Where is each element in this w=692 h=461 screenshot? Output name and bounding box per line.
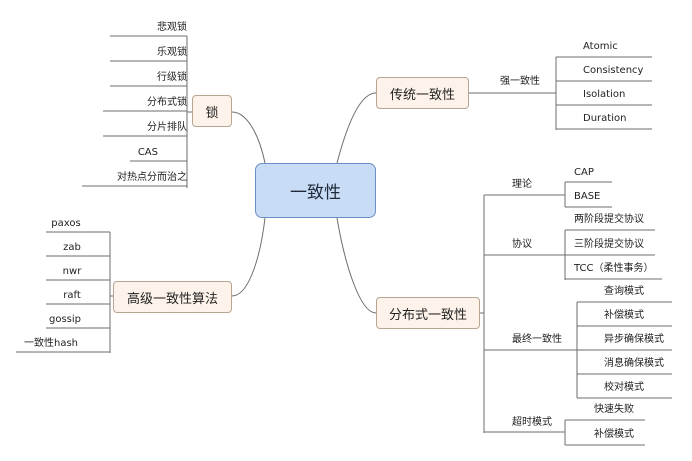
- algorithms-node[interactable]: 高级一致性算法: [113, 281, 232, 313]
- lock-item: 乐观锁: [157, 47, 187, 58]
- traditional-node[interactable]: 传统一致性: [376, 77, 469, 109]
- distributed-node[interactable]: 分布式一致性: [376, 297, 480, 329]
- connector-algorithms: [231, 217, 266, 297]
- protocol-label: 协议: [512, 239, 532, 250]
- theory-item: CAP: [574, 167, 594, 178]
- acid-item: Atomic: [583, 41, 618, 52]
- eventual-item: 补偿模式: [604, 310, 644, 321]
- algorithm-item: paxos: [51, 218, 81, 229]
- connector-lock: [231, 111, 266, 164]
- algorithm-item: 一致性hash: [24, 338, 79, 349]
- lock-item: 对热点分而治之: [117, 172, 187, 183]
- algorithm-item: zab: [63, 242, 81, 253]
- acid-item: Isolation: [583, 89, 626, 100]
- lock-item: 分片排队: [147, 122, 187, 133]
- center-node[interactable]: 一致性: [255, 163, 376, 218]
- lock-item: 悲观锁: [157, 22, 187, 33]
- eventual-item: 异步确保模式: [604, 334, 664, 345]
- algorithm-item: raft: [63, 290, 81, 301]
- eventual-item: 查询模式: [604, 286, 644, 297]
- lock-node[interactable]: 锁: [192, 95, 232, 127]
- acid-item: Duration: [583, 113, 627, 124]
- timeout-item: 补偿模式: [594, 429, 634, 440]
- timeout-label: 超时模式: [512, 417, 552, 428]
- lock-item: CAS: [137, 147, 158, 158]
- connector-traditional: [336, 92, 377, 164]
- connector-distributed: [336, 217, 377, 314]
- eventual-item: 校对模式: [604, 382, 644, 393]
- eventual-label: 最终一致性: [512, 334, 562, 345]
- algorithm-item: nwr: [62, 266, 82, 277]
- algorithm-item: gossip: [48, 314, 81, 325]
- theory-label: 理论: [512, 179, 532, 190]
- theory-item: BASE: [574, 191, 601, 202]
- protocol-item: 两阶段提交协议: [574, 214, 644, 225]
- lock-item: 分布式锁: [147, 97, 187, 108]
- strong-consistency-label: 强一致性: [500, 76, 540, 87]
- protocol-item: 三阶段提交协议: [574, 239, 644, 250]
- lock-item: 行级锁: [157, 72, 187, 83]
- protocol-item: TCC（柔性事务）: [574, 263, 654, 274]
- acid-item: Consistency: [583, 65, 644, 76]
- eventual-item: 消息确保模式: [604, 358, 664, 369]
- timeout-item: 快速失败: [594, 404, 634, 415]
